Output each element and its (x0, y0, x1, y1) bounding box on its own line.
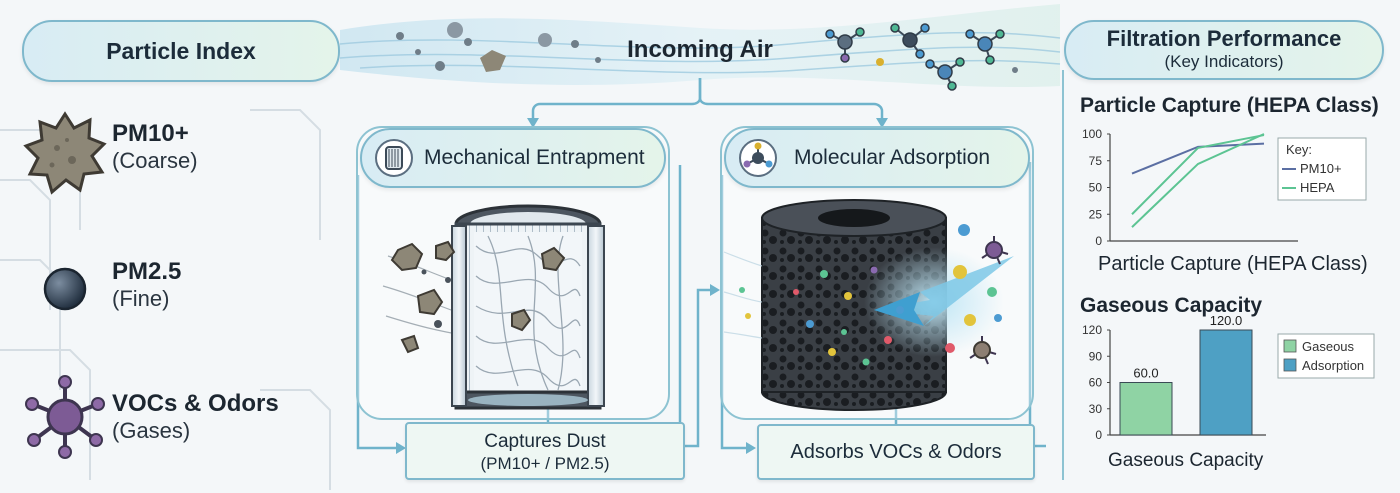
gaseous-capacity-chart: 120 90 60 30 0 60.0 120.0 Gaseous Adsorption (1082, 313, 1375, 442)
particle-index-title: Particle Index (106, 37, 256, 64)
y-tick-label: 25 (1089, 207, 1103, 221)
line-legend-title: Key: (1286, 142, 1312, 157)
bar-chart-xlabel: Gaseous Capacity (1108, 450, 1264, 471)
y-tick-label: 0 (1095, 234, 1102, 248)
bar-y-tick-label: 120 (1082, 323, 1102, 337)
bar-y-tick-label: 90 (1089, 349, 1103, 363)
bar-chart-title: Gaseous Capacity (1080, 294, 1263, 317)
bar-data-label: 60.0 (1133, 366, 1158, 381)
hepa-filter-illustration (382, 204, 605, 410)
bar-legend-swatch-gaseous (1283, 339, 1297, 353)
molecular-adsorption-title: Molecular Adsorption (794, 146, 991, 169)
legend-item-sub: (Fine) (112, 286, 170, 311)
mechanical-entrapment-title: Mechanical Entrapment (424, 146, 645, 169)
bar-legend-label-gaseous: Gaseous (1302, 339, 1355, 354)
line-chart-xlabel: Particle Capture (HEPA Class) (1098, 253, 1368, 275)
performance-header: Filtration Performance (Key Indicators) (1064, 20, 1384, 80)
incoming-air-stream (339, 4, 1061, 91)
performance-subtitle: (Key Indicators) (1164, 52, 1284, 71)
performance-title: Filtration Performance (1106, 26, 1342, 51)
legend-item-name: PM2.5 (112, 258, 182, 285)
legend-item-sub: (Coarse) (112, 148, 198, 173)
line-legend-label-pm10: PM10+ (1300, 161, 1342, 176)
voc-molecule-icon (25, 375, 105, 459)
adsorbs-vocs-box: Adsorbs VOCs & Odors (757, 424, 1035, 480)
captures-dust-line1: Captures Dust (484, 431, 606, 452)
y-tick-label: 100 (1082, 127, 1102, 141)
adsorbs-vocs-label: Adsorbs VOCs & Odors (790, 440, 1002, 463)
legend-item-pm10: PM10+ (Coarse) (112, 120, 198, 174)
filter-cartridge-icon (375, 139, 413, 177)
fine-particle-icon (43, 267, 87, 311)
circuit-decoration (0, 109, 331, 490)
bar-legend-swatch-adsorption (1283, 358, 1297, 372)
bar-1 (1199, 329, 1253, 436)
molecular-adsorption-header: Molecular Adsorption (724, 128, 1030, 188)
legend-item-name: PM10+ (112, 120, 189, 147)
captures-dust-line2: (PM10+ / PM2.5) (480, 454, 610, 473)
incoming-air-label: Incoming Air (627, 36, 773, 63)
bar-legend-label-adsorption: Adsorption (1302, 358, 1364, 373)
line-series-2 (1131, 133, 1265, 228)
bar-y-tick-label: 30 (1089, 402, 1103, 416)
line-series-1 (1131, 134, 1265, 215)
performance-panel-frame (1062, 70, 1400, 480)
bar-data-label: 120.0 (1210, 313, 1243, 328)
activated-carbon-illustration (723, 199, 1014, 411)
legend-item-pm25: PM2.5 (Fine) (112, 258, 181, 312)
y-tick-label: 50 (1089, 181, 1103, 195)
particle-index-header: Particle Index (22, 20, 340, 82)
mechanical-entrapment-header: Mechanical Entrapment (360, 128, 666, 188)
legend-item-vocs: VOCs & Odors (Gases) (112, 390, 279, 444)
molecule-icon (739, 139, 777, 177)
bar-y-tick-label: 0 (1095, 428, 1102, 442)
legend-item-name: VOCs & Odors (112, 390, 279, 417)
bar-0 (1119, 382, 1173, 436)
line-chart-title: Particle Capture (HEPA Class) (1080, 94, 1379, 117)
coarse-particle-icon (23, 111, 107, 195)
line-legend-label-hepa: HEPA (1300, 180, 1335, 195)
y-tick-label: 75 (1089, 154, 1103, 168)
particle-capture-chart: 100 75 50 25 0 Key: PM10+ HEPA (1082, 127, 1367, 248)
legend-item-sub: (Gases) (112, 418, 191, 443)
bar-y-tick-label: 60 (1089, 376, 1103, 390)
captures-dust-box: Captures Dust (PM10+ / PM2.5) (405, 422, 685, 480)
